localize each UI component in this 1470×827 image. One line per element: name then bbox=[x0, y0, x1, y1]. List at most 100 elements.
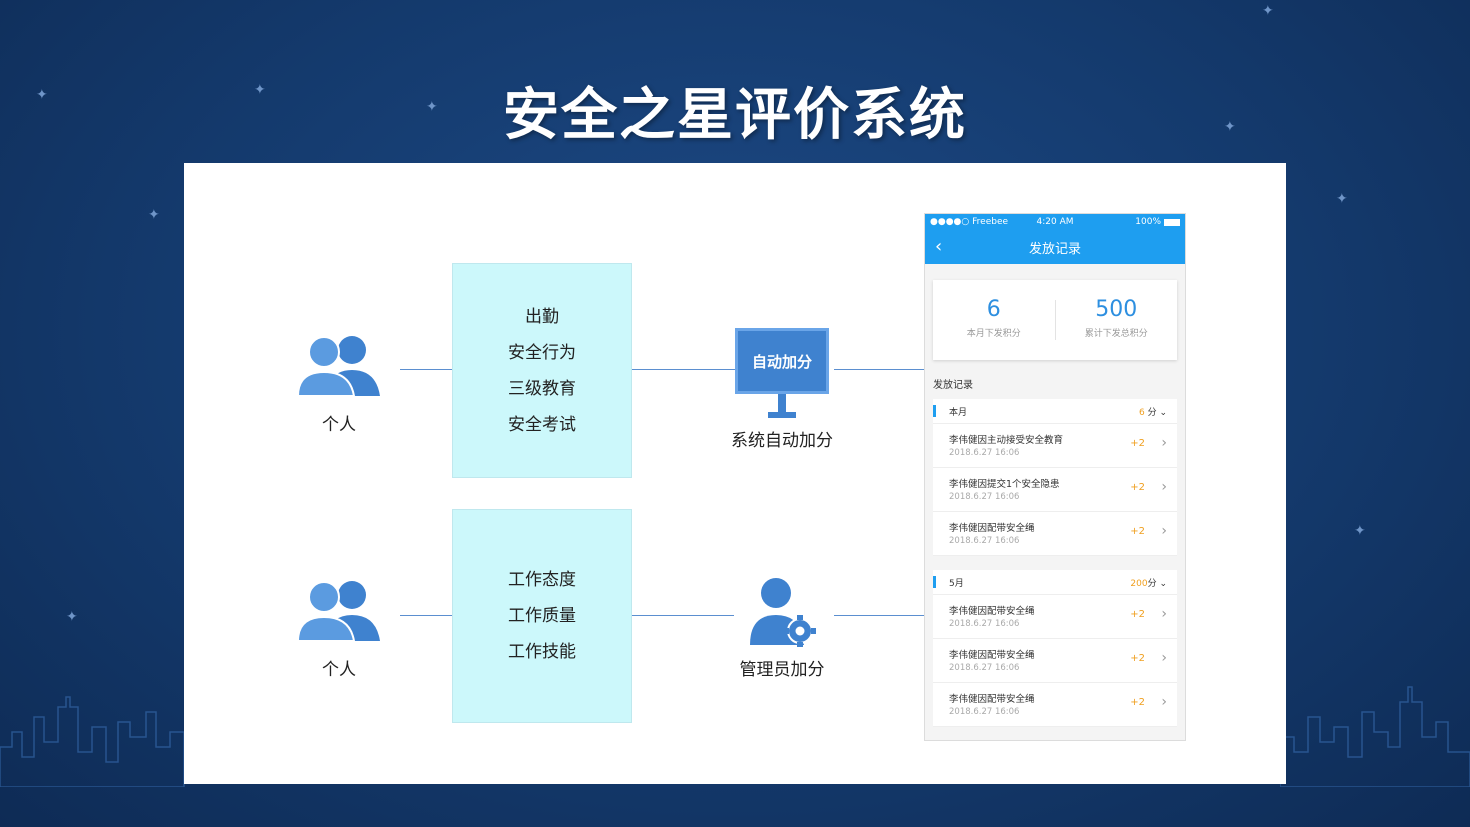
connector-line bbox=[632, 369, 736, 370]
group-points-value: 200 bbox=[1130, 579, 1148, 589]
group-header[interactable]: 本月 6 分 ⌄ bbox=[933, 399, 1177, 424]
monitor-icon: 自动加分 bbox=[735, 328, 829, 394]
group-points-value: 6 bbox=[1138, 408, 1145, 418]
chevron-right-icon: › bbox=[1161, 694, 1167, 710]
group-label: 5月 bbox=[949, 578, 964, 589]
record-row[interactable]: 李伟健因主动接受安全教育 2018.6.27 16:06 +2 › bbox=[933, 424, 1177, 468]
chevron-right-icon: › bbox=[1161, 650, 1167, 666]
record-points: +2 bbox=[1130, 653, 1145, 664]
record-date: 2018.6.27 16:06 bbox=[949, 536, 1020, 546]
summary-card: 6 本月下发积分 500 累计下发总积分 bbox=[933, 280, 1177, 360]
auto-score-node: 自动加分 系统自动加分 bbox=[722, 328, 842, 451]
node-label: 管理员加分 bbox=[739, 660, 825, 680]
record-group-this-month: 本月 6 分 ⌄ 李伟健因主动接受安全教育 2018.6.27 16:06 +2… bbox=[933, 399, 1177, 556]
group-header[interactable]: 5月 200分 ⌄ bbox=[933, 570, 1177, 595]
record-date: 2018.6.27 16:06 bbox=[949, 619, 1020, 629]
record-row[interactable]: 李伟健因配带安全绳 2018.6.27 16:06 +2 › bbox=[933, 512, 1177, 556]
record-date: 2018.6.27 16:06 bbox=[949, 448, 1020, 458]
category-item: 安全考试 bbox=[508, 414, 576, 435]
summary-value: 500 bbox=[1095, 297, 1138, 322]
record-row[interactable]: 李伟健因配带安全绳 2018.6.27 16:06 +2 › bbox=[933, 639, 1177, 683]
star-decoration: ✦ bbox=[1224, 119, 1236, 135]
summary-month: 6 本月下发积分 bbox=[933, 280, 1055, 360]
summary-label: 本月下发积分 bbox=[966, 329, 1021, 339]
chevron-right-icon: › bbox=[1161, 435, 1167, 451]
record-group-may: 5月 200分 ⌄ 李伟健因配带安全绳 2018.6.27 16:06 +2 ›… bbox=[933, 570, 1177, 727]
record-points: +2 bbox=[1130, 526, 1145, 537]
chevron-right-icon: › bbox=[1161, 606, 1167, 622]
battery-icon bbox=[1164, 218, 1180, 226]
record-date: 2018.6.27 16:06 bbox=[949, 663, 1020, 673]
category-item: 三级教育 bbox=[508, 378, 576, 399]
nav-title: 发放记录 bbox=[1028, 241, 1081, 257]
phone-screen: ●●●●○ Freebee 4:20 AM 100% ‹ 发放记录 6 本月下发… bbox=[924, 213, 1186, 741]
record-date: 2018.6.27 16:06 bbox=[949, 492, 1020, 502]
star-decoration: ✦ bbox=[148, 207, 160, 223]
record-text: 李伟健因配带安全绳 bbox=[949, 694, 1035, 705]
record-points: +2 bbox=[1130, 482, 1145, 493]
record-row[interactable]: 李伟健因配带安全绳 2018.6.27 16:06 +2 › bbox=[933, 683, 1177, 727]
record-row[interactable]: 李伟健因提交1个安全隐患 2018.6.27 16:06 +2 › bbox=[933, 468, 1177, 512]
monitor-label: 自动加分 bbox=[751, 352, 812, 371]
group-points: 6 分 ⌄ bbox=[1139, 405, 1167, 418]
records-title: 发放记录 bbox=[933, 380, 973, 391]
summary-label: 累计下发总积分 bbox=[1084, 329, 1148, 339]
status-time: 4:20 AM bbox=[1036, 217, 1074, 227]
battery-text: 100% bbox=[1135, 217, 1161, 227]
record-points: +2 bbox=[1130, 609, 1145, 620]
admin-gear-icon bbox=[750, 578, 816, 647]
person-label: 个人 bbox=[322, 660, 356, 680]
record-text: 李伟健因配带安全绳 bbox=[949, 523, 1035, 534]
category-item: 出勤 bbox=[525, 306, 559, 327]
category-item: 工作技能 bbox=[508, 642, 576, 662]
person-node-1: 个人 bbox=[289, 334, 389, 435]
category-box-2: 工作态度 工作质量 工作技能 bbox=[452, 509, 632, 723]
city-skyline-right bbox=[1280, 686, 1470, 787]
star-decoration: ✦ bbox=[36, 87, 48, 103]
divider bbox=[1054, 300, 1056, 340]
record-points: +2 bbox=[1130, 697, 1145, 708]
connector-line bbox=[400, 615, 453, 616]
star-decoration: ✦ bbox=[1354, 523, 1366, 539]
connector-line bbox=[834, 615, 924, 616]
category-item: 工作质量 bbox=[508, 606, 576, 626]
record-row[interactable]: 李伟健因配带安全绳 2018.6.27 16:06 +2 › bbox=[933, 595, 1177, 639]
record-date: 2018.6.27 16:06 bbox=[949, 707, 1020, 717]
group-marker bbox=[933, 405, 936, 417]
carrier-text: ●●●●○ Freebee bbox=[930, 217, 1009, 227]
group-points-unit: 分 bbox=[1144, 408, 1157, 418]
users-icon bbox=[296, 336, 380, 397]
group-points: 200分 ⌄ bbox=[1130, 576, 1167, 589]
record-text: 李伟健因配带安全绳 bbox=[949, 606, 1035, 617]
group-points-unit: 分 bbox=[1147, 579, 1157, 589]
category-item: 安全行为 bbox=[508, 342, 576, 363]
users-icon bbox=[296, 581, 380, 642]
nav-bar: ‹ 发放记录 bbox=[925, 230, 1185, 264]
chevron-down-icon: ⌄ bbox=[1159, 408, 1167, 418]
group-label: 本月 bbox=[949, 407, 968, 418]
person-label: 个人 bbox=[322, 415, 356, 435]
connector-line bbox=[834, 369, 924, 370]
monitor-stand-icon bbox=[768, 394, 796, 418]
connector-line bbox=[400, 369, 453, 370]
category-item: 工作态度 bbox=[508, 570, 576, 590]
star-decoration: ✦ bbox=[426, 99, 438, 115]
chevron-right-icon: › bbox=[1161, 523, 1167, 539]
record-text: 李伟健因配带安全绳 bbox=[949, 650, 1035, 661]
category-box-1: 出勤 安全行为 三级教育 安全考试 bbox=[452, 263, 632, 478]
star-decoration: ✦ bbox=[66, 609, 78, 625]
record-points: +2 bbox=[1130, 438, 1145, 449]
record-text: 李伟健因主动接受安全教育 bbox=[949, 435, 1064, 446]
group-marker bbox=[933, 576, 936, 588]
connector-line bbox=[632, 615, 734, 616]
chevron-right-icon: › bbox=[1161, 479, 1167, 495]
chevron-down-icon: ⌄ bbox=[1159, 579, 1167, 589]
star-decoration: ✦ bbox=[254, 82, 266, 98]
battery-status: 100% bbox=[1135, 217, 1180, 227]
back-chevron-icon[interactable]: ‹ bbox=[935, 236, 943, 257]
page-title: 安全之星评价系统 bbox=[503, 83, 967, 148]
summary-total: 500 累计下发总积分 bbox=[1056, 280, 1178, 360]
star-decoration: ✦ bbox=[1336, 191, 1348, 207]
status-bar: ●●●●○ Freebee 4:20 AM 100% bbox=[925, 214, 1185, 230]
node-label: 系统自动加分 bbox=[731, 431, 833, 451]
